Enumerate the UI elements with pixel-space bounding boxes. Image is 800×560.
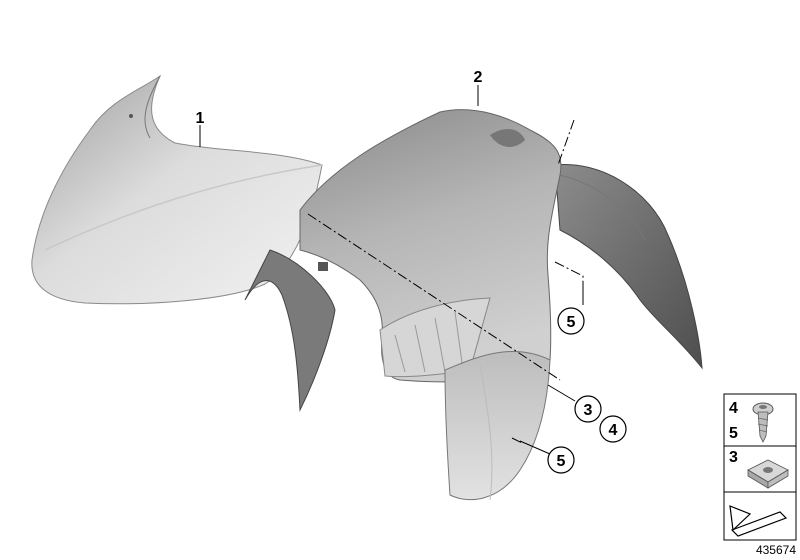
front-fender-part (244, 109, 562, 501)
callout-2-label: 2 (474, 69, 483, 86)
rear-fender-flap (554, 163, 703, 370)
front-cover-part (31, 74, 323, 305)
legend-screw-num-top: 4 (729, 400, 738, 417)
screw-icon (752, 402, 774, 443)
callout-4-label: 4 (609, 422, 618, 439)
clip-nut-icon (747, 459, 789, 489)
callout-3-circle: 3 (574, 395, 602, 423)
callout-5-label-right: 5 (567, 314, 576, 331)
direction-arrow-icon (729, 505, 788, 537)
legend-screw-num-bottom: 5 (729, 425, 738, 442)
callout-4-circle: 4 (599, 415, 627, 443)
reference-id: 435674 (756, 543, 796, 557)
callout-5-circle-lower: 5 (547, 446, 575, 474)
assembly-lines (307, 119, 584, 444)
callout-3-label: 3 (584, 402, 593, 419)
legend-clip-num: 3 (729, 449, 738, 466)
callout-1: 1 (196, 110, 205, 127)
leader-lines (199, 85, 584, 455)
callout-2: 2 (474, 69, 483, 86)
callout-1-label: 1 (196, 110, 205, 127)
parts-legend: 4 5 3 (723, 393, 797, 541)
callout-5-circle-right: 5 (557, 307, 585, 335)
callout-5-label-lower: 5 (557, 453, 566, 470)
